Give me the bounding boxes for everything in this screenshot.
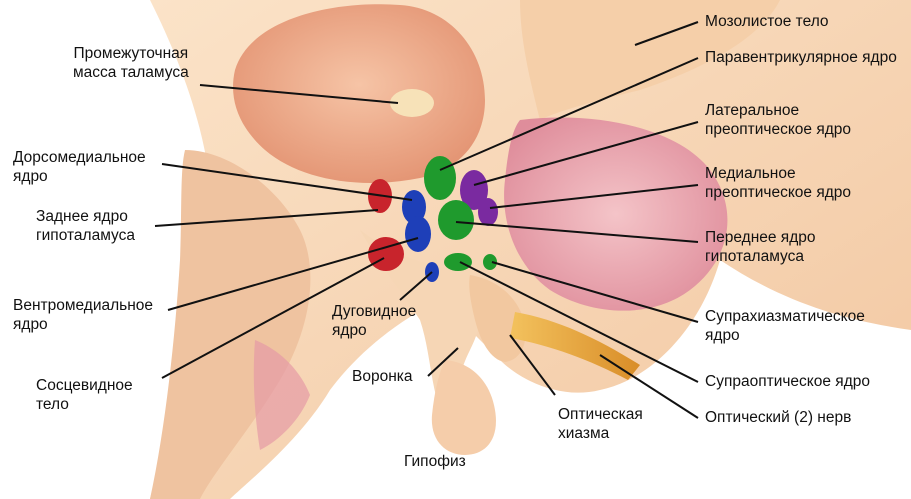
pituitary-shape xyxy=(432,360,496,455)
label-pituitary: Гипофиз xyxy=(404,452,466,471)
label-lateral-preoptic: Латеральное преоптическое ядро xyxy=(705,101,851,139)
ventromedial-nucleus xyxy=(405,216,431,252)
label-interthalamic: Промежуточная масса таламуса xyxy=(73,44,189,82)
medial-preoptic-nucleus xyxy=(478,198,498,226)
label-paraventricular: Паравентрикулярное ядро xyxy=(705,48,897,67)
label-anterior-hypothalamus: Переднее ядро гипоталамуса xyxy=(705,228,816,266)
anterior-hypothalamic-nucleus xyxy=(438,200,474,240)
label-optic-chiasm: Оптическая хиазма xyxy=(558,405,643,443)
label-supraoptic: Супраоптическое ядро xyxy=(705,372,870,391)
label-medial-preoptic: Медиальное преоптическое ядро xyxy=(705,164,851,202)
label-corpus-callosum: Мозолистое тело xyxy=(705,12,829,31)
label-dorsomedial: Дорсомедиальное ядро xyxy=(13,148,146,186)
label-mammillary: Сосцевидное тело xyxy=(36,376,133,414)
label-posterior-hypothalamus: Заднее ядро гипоталамуса xyxy=(36,207,135,245)
label-infundibulum: Воронка xyxy=(352,367,413,386)
label-suprachiasmatic: Супрахиазматическое ядро xyxy=(705,307,865,345)
supraoptic-nucleus xyxy=(444,253,472,271)
paraventricular-nucleus xyxy=(424,156,456,200)
label-arcuate: Дуговидное ядро xyxy=(332,302,416,340)
mammillary-body xyxy=(368,237,404,271)
label-ventromedial: Вентромедиальное ядро xyxy=(13,296,153,334)
label-optic-nerve: Оптический (2) нерв xyxy=(705,408,851,427)
